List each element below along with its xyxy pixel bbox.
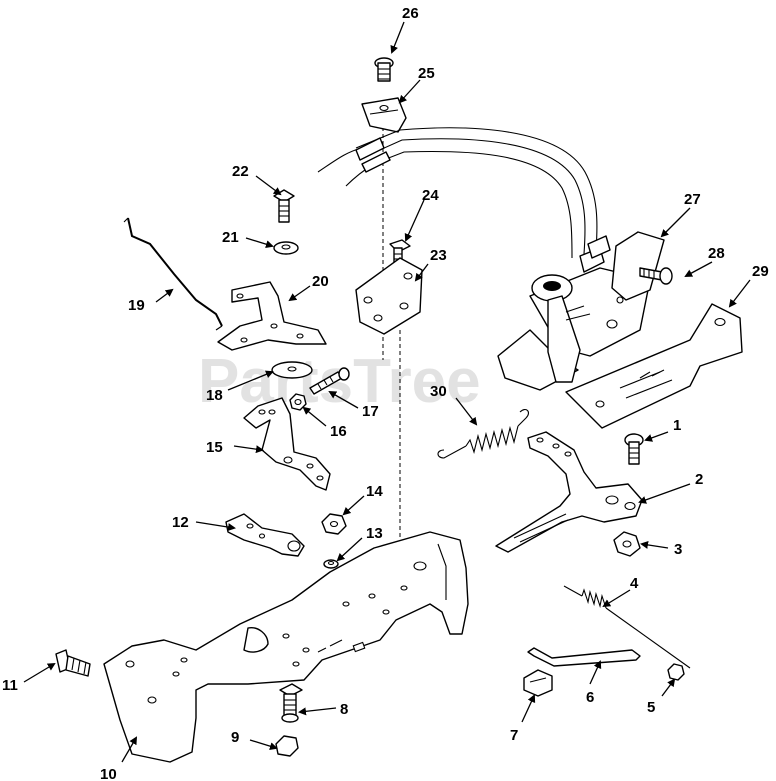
callout-1: 1: [673, 417, 681, 434]
part-25-cable-clamp[interactable]: [361, 97, 407, 133]
callout-7: 7: [510, 727, 518, 744]
part-9-nut[interactable]: [275, 735, 299, 757]
callout-18: 18: [206, 387, 223, 404]
callout-12: 12: [172, 514, 189, 531]
callout-24: 24: [422, 187, 439, 204]
callout-leaders: [23, 21, 751, 763]
part-27-control-assembly[interactable]: [497, 231, 665, 391]
callout-17: 17: [362, 403, 379, 420]
callout-19: 19: [128, 297, 145, 314]
callout-28: 28: [708, 245, 725, 262]
part-19-link-rod[interactable]: [123, 217, 223, 331]
part-15-lever[interactable]: [243, 397, 331, 491]
callout-9: 9: [231, 729, 239, 746]
part-7-clip[interactable]: [523, 669, 553, 697]
part-13-washer[interactable]: [323, 559, 339, 569]
part-3-nut[interactable]: [613, 531, 641, 557]
callout-21: 21: [222, 229, 239, 246]
part-26-screw[interactable]: [374, 57, 394, 82]
callout-29: 29: [752, 263, 769, 280]
part-8-bolt[interactable]: [279, 683, 303, 723]
part-6-link[interactable]: [527, 647, 641, 667]
callout-numbers: 1 2 3 4 5 6 7 8 9 10 11 12 13 14 15 16 1…: [2, 5, 769, 781]
callout-22: 22: [232, 163, 249, 180]
callout-6: 6: [586, 689, 594, 706]
callout-8: 8: [340, 701, 348, 718]
callout-16: 16: [330, 423, 347, 440]
part-1-bolt[interactable]: [624, 433, 644, 465]
callout-27: 27: [684, 191, 701, 208]
callout-30: 30: [430, 383, 447, 400]
part-23-plate[interactable]: [355, 257, 423, 335]
part-30-spring[interactable]: [437, 409, 529, 459]
callout-4: 4: [630, 575, 639, 592]
callout-20: 20: [312, 273, 329, 290]
callout-14: 14: [366, 483, 383, 500]
callout-11: 11: [2, 677, 18, 694]
callout-5: 5: [647, 699, 655, 716]
callout-23: 23: [430, 247, 447, 264]
part-16-nut[interactable]: [289, 393, 307, 411]
part-14-nut[interactable]: [321, 513, 347, 535]
part-22-bolt[interactable]: [273, 189, 295, 223]
parts-tree-watermark: PartsTree TM: [198, 347, 575, 416]
part-18-washer[interactable]: [271, 361, 313, 379]
part-20-bracket[interactable]: [217, 281, 327, 351]
part-4-spring[interactable]: [563, 585, 691, 669]
callout-25: 25: [418, 65, 435, 82]
part-29-mounting-plate[interactable]: [565, 303, 743, 429]
part-28-bolt[interactable]: [639, 267, 673, 285]
part-11-bolt[interactable]: [55, 649, 91, 677]
part-2-control-lever[interactable]: [495, 431, 643, 553]
part-17-bolt[interactable]: [309, 367, 350, 395]
callout-13: 13: [366, 525, 383, 542]
callout-2: 2: [695, 471, 703, 488]
callout-10: 10: [100, 766, 117, 781]
part-10-main-bracket[interactable]: [103, 531, 469, 763]
callout-3: 3: [674, 541, 682, 558]
callout-15: 15: [206, 439, 223, 456]
part-5-nut[interactable]: [667, 663, 685, 681]
callout-26: 26: [402, 5, 419, 22]
part-21-washer[interactable]: [273, 241, 299, 255]
svg-text:PartsTree: PartsTree: [198, 347, 481, 416]
throttle-cables[interactable]: [317, 127, 598, 259]
part-12-throttle-arm[interactable]: [225, 513, 305, 557]
